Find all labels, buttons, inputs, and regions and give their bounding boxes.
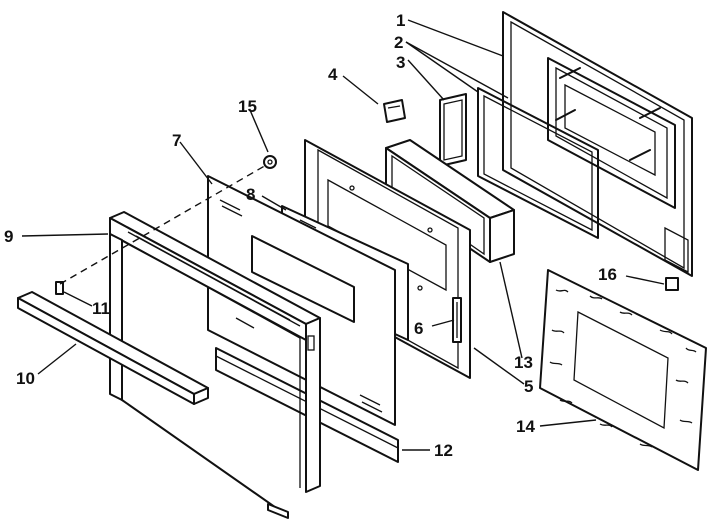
part-insulation-pad [539, 269, 707, 471]
callout-13: 13 [514, 353, 533, 372]
alignment-dashed-line [59, 163, 269, 285]
callout-11: 11 [92, 299, 110, 318]
callout-labels: 1 2 3 4 15 7 8 9 11 10 12 6 13 5 14 16 [4, 11, 617, 460]
part-clip [383, 99, 406, 123]
part-screw-11 [55, 281, 64, 295]
callout-3: 3 [396, 53, 405, 72]
callout-7: 7 [172, 131, 181, 150]
callout-8: 8 [246, 185, 255, 204]
part-handle-bar [17, 291, 209, 405]
callout-9: 9 [4, 227, 13, 246]
callout-2: 2 [394, 33, 403, 52]
part-door-gasket [477, 87, 599, 239]
callout-15: 15 [238, 97, 257, 116]
callout-6: 6 [414, 319, 423, 338]
leader-lines [21, 19, 665, 451]
part-channel-bracket [439, 93, 467, 167]
part-nut [263, 155, 277, 169]
callout-4: 4 [328, 65, 338, 84]
callout-14: 14 [516, 417, 535, 436]
callout-10: 10 [16, 369, 35, 388]
callout-12: 12 [434, 441, 453, 460]
callout-16: 16 [598, 265, 617, 284]
part-hinge-strip [452, 297, 462, 343]
part-inner-door-panel [502, 11, 693, 277]
callout-5: 5 [524, 377, 533, 396]
callout-1: 1 [396, 11, 405, 30]
part-block-16 [665, 277, 679, 291]
